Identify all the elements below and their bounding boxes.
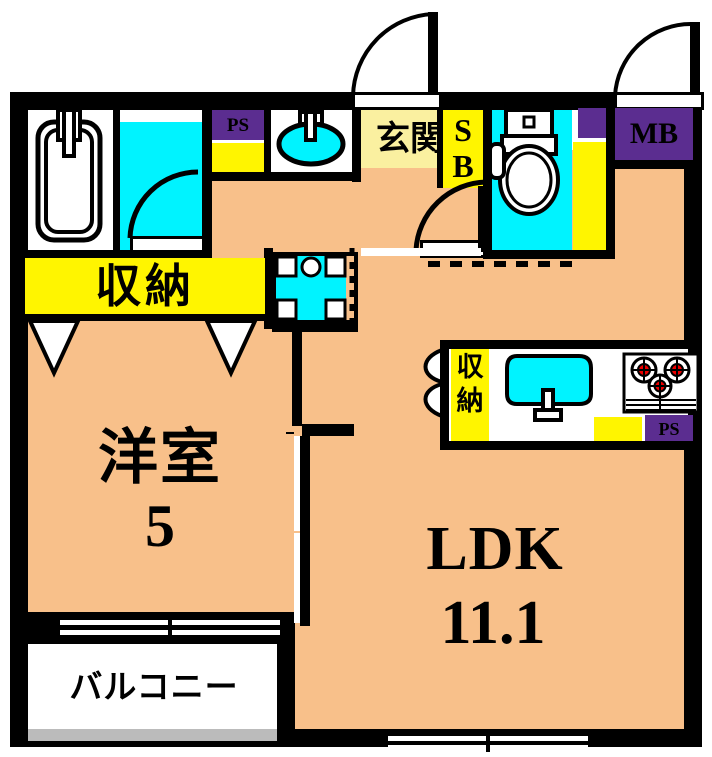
entrance-door-arc <box>413 179 487 251</box>
exterior-door-1-panel <box>428 12 438 94</box>
balcony-wall-top <box>10 612 295 644</box>
kitchen-bottom-wall <box>440 441 694 450</box>
washer-pan-svg <box>275 255 347 321</box>
entrance-door-arc-svg <box>413 179 487 251</box>
toilet-flush-button <box>522 115 536 129</box>
bathroom-top-sill <box>120 110 202 122</box>
bath-door-arc-svg <box>127 169 199 239</box>
toilet-storage <box>573 142 607 258</box>
toilet-paper-holder <box>488 142 506 180</box>
washer-pan-corner-tl <box>275 255 298 278</box>
meter-box-bottom-wall <box>612 160 694 169</box>
kitchen-closet-lower <box>451 419 489 443</box>
washer-area-bottom-wall <box>264 320 354 329</box>
genkan-label: 玄関 <box>376 119 444 159</box>
vanity-bottom-wall <box>212 172 360 181</box>
pipe-shaft-top-label: PS <box>226 114 250 136</box>
pipe-shaft-kitchen-label: PS <box>658 419 680 439</box>
closet-door-mark-left <box>26 319 82 378</box>
toilet-right-wall <box>606 110 615 258</box>
bedroom-ldk-wall-mid-stub <box>286 432 294 434</box>
washer-area-left-wall <box>264 248 273 328</box>
washer-supply-box <box>212 143 264 173</box>
exterior-door-1-arc-svg <box>351 12 434 97</box>
bedroom-closet-label: 収納 <box>95 259 195 313</box>
bath-door-arc <box>127 169 199 239</box>
meter-box <box>615 108 693 160</box>
kitchen-sink-svg <box>505 354 593 422</box>
washer-pan-corner-bl <box>275 298 298 321</box>
kitchen-faucet-base <box>533 408 563 422</box>
toilet-bottom-wall <box>483 250 615 259</box>
kitchen-lower-storage <box>594 417 642 443</box>
vanity-left-wall <box>264 110 271 172</box>
sb-left-wall <box>437 110 443 188</box>
bedroom-closet-bottom-wall <box>22 314 268 321</box>
utility-right-wall <box>352 110 361 182</box>
balcony-railing <box>28 729 277 741</box>
stove-burner-1 <box>630 356 658 384</box>
ldk-label-name: LDK <box>426 515 564 583</box>
washer-pan-corner-br <box>324 298 347 321</box>
bathroom-right-wall <box>202 110 212 250</box>
washer-drain <box>300 256 322 278</box>
bedroom-ldk-wall-upper <box>292 321 302 426</box>
balcony-door-mullion <box>168 618 172 638</box>
bathtub-faucet-spout <box>62 108 76 158</box>
outer-wall-right <box>684 92 702 747</box>
stove-burner-2 <box>663 356 691 384</box>
kitchen-left-wall <box>440 340 449 450</box>
exterior-door-2-arc-svg <box>613 21 693 97</box>
genkan-step-line <box>361 248 481 256</box>
balcony-label: バルコニー <box>69 666 239 706</box>
vanity-sink-svg <box>276 110 346 167</box>
toilet-left-wall <box>483 110 492 258</box>
bedroom-sliding-door-leaf-1[interactable] <box>294 436 300 531</box>
pipe-shaft-kitchen-box <box>645 415 693 443</box>
bedroom-sliding-door-leaf-2[interactable] <box>294 533 300 623</box>
gas-stove-svg <box>622 352 700 414</box>
closet-door-marks-svg <box>26 319 259 378</box>
floor-fill-bedroom <box>22 320 292 620</box>
pipe-shaft-top-box <box>212 110 264 140</box>
genkan-dashed-svg <box>428 261 578 267</box>
kitchen-sink-basin <box>505 354 593 406</box>
outer-wall-left <box>10 92 28 644</box>
bedroom-label-area: 5 <box>145 493 175 559</box>
washer-pan-corner-tr <box>324 255 347 278</box>
shoe-box-label-s: S <box>454 112 472 148</box>
balcony-floor <box>28 644 277 729</box>
kitchen-closet-label-2: 納 <box>456 385 484 417</box>
vanity-faucet-spout <box>304 110 317 142</box>
washer-dashed-line-svg <box>349 248 355 328</box>
stove-burner-3 <box>647 373 673 399</box>
bedroom-closet-box <box>25 258 265 314</box>
bedroom-ldk-wall-lower <box>300 436 310 626</box>
kitchen-door-svg <box>423 347 444 419</box>
exterior-door-1-arc <box>351 12 434 97</box>
kitchen-closet-label-1: 収 <box>456 351 484 383</box>
kitchen-top-wall <box>440 340 694 349</box>
balcony-wall-right <box>277 612 295 747</box>
exterior-door-2-arc <box>613 21 693 97</box>
exterior-door-2-panel <box>690 22 700 94</box>
ldk-label-area: 11.1 <box>440 589 546 657</box>
toilet-svg <box>488 108 560 216</box>
toilet-utility-box <box>578 108 606 138</box>
toilet-bowl-inner <box>505 151 553 209</box>
balcony-wall-left <box>10 612 28 747</box>
bedroom-ldk-door-header <box>302 424 354 436</box>
shoe-box <box>443 110 483 188</box>
bedroom-label-name: 洋室 <box>98 423 222 493</box>
ldk-window-mullion <box>486 734 490 752</box>
meter-box-label: MB <box>629 117 679 150</box>
entrance-door-jamb <box>478 186 486 252</box>
kitchen-closet-box <box>451 349 489 419</box>
bathtub-svg <box>35 108 103 243</box>
shoe-box-label-b: B <box>452 148 474 184</box>
exterior-door-1-leaf[interactable] <box>352 92 442 110</box>
closet-door-mark-right <box>203 319 259 378</box>
bathroom-divider-wall <box>113 110 120 250</box>
